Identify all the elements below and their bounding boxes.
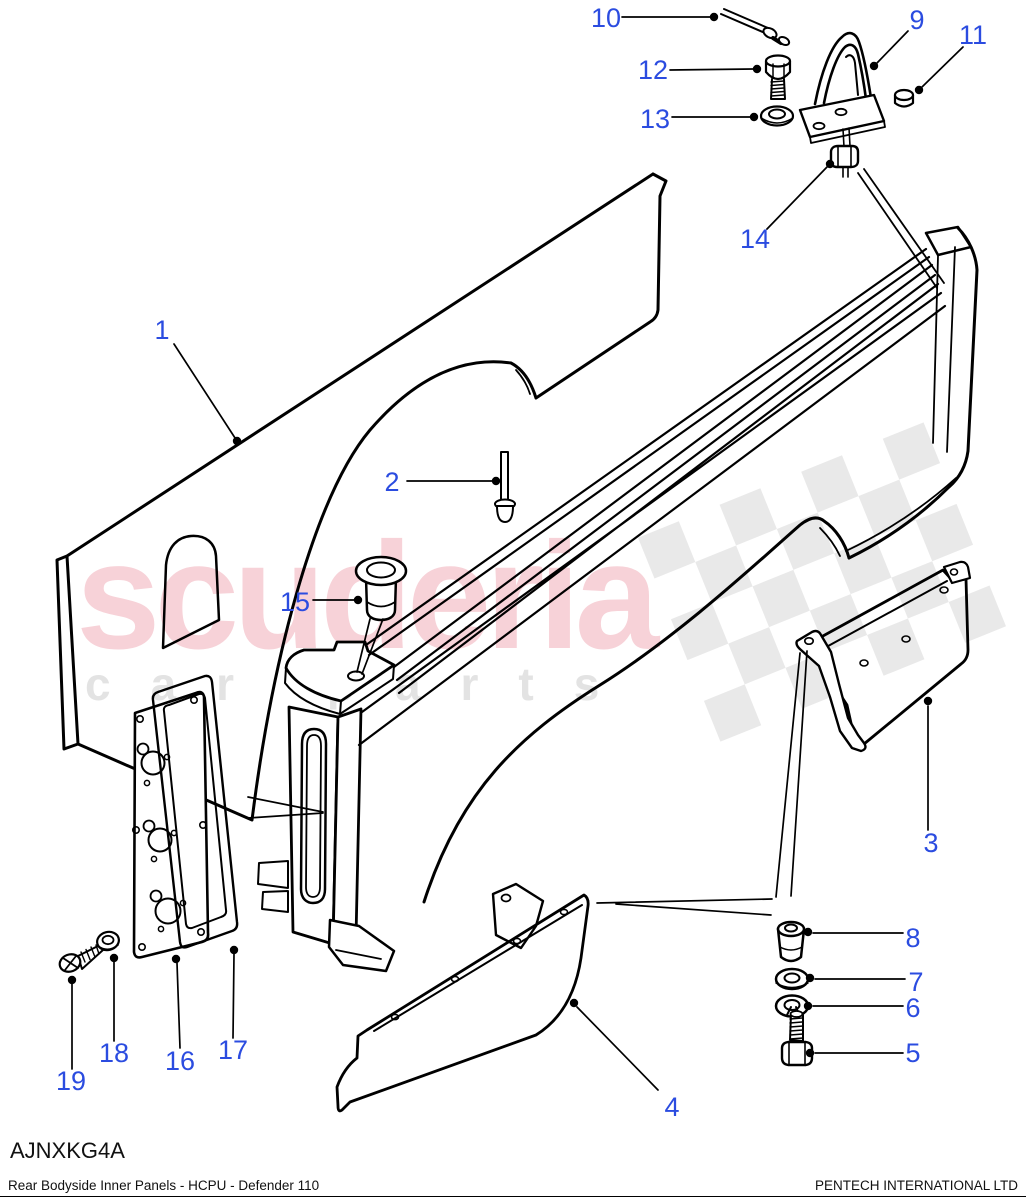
part-10-pin: [720, 8, 791, 47]
callout-10: 10: [591, 3, 621, 33]
part-3-panel: [596, 560, 972, 916]
part-9-cleat: [798, 31, 886, 148]
callout-14: 14: [740, 224, 770, 254]
part-15-grommet: [354, 555, 408, 675]
flag-cell: [776, 512, 835, 570]
flag-cell: [752, 569, 810, 628]
part-3-bracket: [795, 629, 867, 753]
callout-1: 1: [154, 315, 169, 345]
cleat-mount-leaders: [857, 168, 945, 289]
flag-cell: [867, 618, 925, 676]
callout-leader-dots: [67, 12, 933, 1058]
part-12-bolt: [764, 54, 792, 100]
flag-cell: [801, 455, 859, 513]
part-1-window-cutout: [161, 534, 221, 650]
callout-leader-lines: [71, 16, 964, 1091]
diagram-code: AJNXKG4A: [10, 1138, 125, 1163]
part-17-gasket: [151, 674, 239, 949]
main-panel-top-rail: [357, 247, 947, 747]
callout-6: 6: [905, 993, 920, 1023]
flag-cell: [915, 503, 974, 562]
callout-12: 12: [638, 55, 668, 85]
main-outer-panel: [422, 168, 979, 904]
flag-cell: [834, 536, 892, 595]
part-7-washer: [774, 967, 810, 991]
flag-cell: [728, 627, 786, 685]
part-19-screw: [58, 944, 104, 973]
corner-post: [257, 640, 396, 973]
part-4-panel: [335, 882, 590, 1113]
part-13-washer: [759, 105, 795, 127]
part-16-access-plate: [132, 690, 324, 959]
post-top-hole: [347, 670, 365, 682]
callout-19: 19: [56, 1066, 86, 1096]
callout-5: 5: [905, 1038, 920, 1068]
main-panel-cap-tab: [924, 225, 973, 257]
flag-cell: [809, 594, 868, 652]
part-18-washer: [96, 930, 120, 952]
plate-mount-leaders: [247, 796, 324, 819]
callout-15: 15: [280, 587, 310, 617]
flag-cell: [703, 684, 762, 742]
callout-13: 13: [640, 104, 670, 134]
shared-fixing-leaders: [596, 650, 808, 916]
flag-cell: [948, 585, 1006, 643]
flag-cell: [719, 488, 777, 546]
footer-divider: [0, 1196, 1026, 1197]
flag-cell: [638, 521, 696, 579]
flag-cell: [695, 545, 753, 603]
callout-8: 8: [905, 923, 920, 953]
part-11-spacer: [893, 88, 915, 108]
callout-17: 17: [218, 1035, 248, 1065]
callout-4: 4: [664, 1092, 679, 1122]
part-14-nut: [829, 144, 860, 178]
callout-11: 11: [959, 20, 987, 50]
callout-9: 9: [909, 5, 924, 35]
footer-company: PENTECH INTERNATIONAL LTD: [814, 1178, 1018, 1193]
part-5-bolt: [780, 1010, 814, 1067]
part-2-rivet: [494, 451, 516, 523]
callout-7: 7: [908, 967, 923, 997]
flag-cell: [858, 479, 916, 537]
flag-cell: [882, 422, 941, 480]
callout-18: 18: [99, 1038, 129, 1068]
flag-cell: [670, 602, 729, 661]
callout-16: 16: [165, 1046, 195, 1076]
callout-3: 3: [923, 828, 938, 858]
footer-description: Rear Bodyside Inner Panels - HCPU - Defe…: [8, 1178, 320, 1193]
part-8-bush: [776, 920, 806, 963]
callout-2: 2: [384, 467, 399, 497]
